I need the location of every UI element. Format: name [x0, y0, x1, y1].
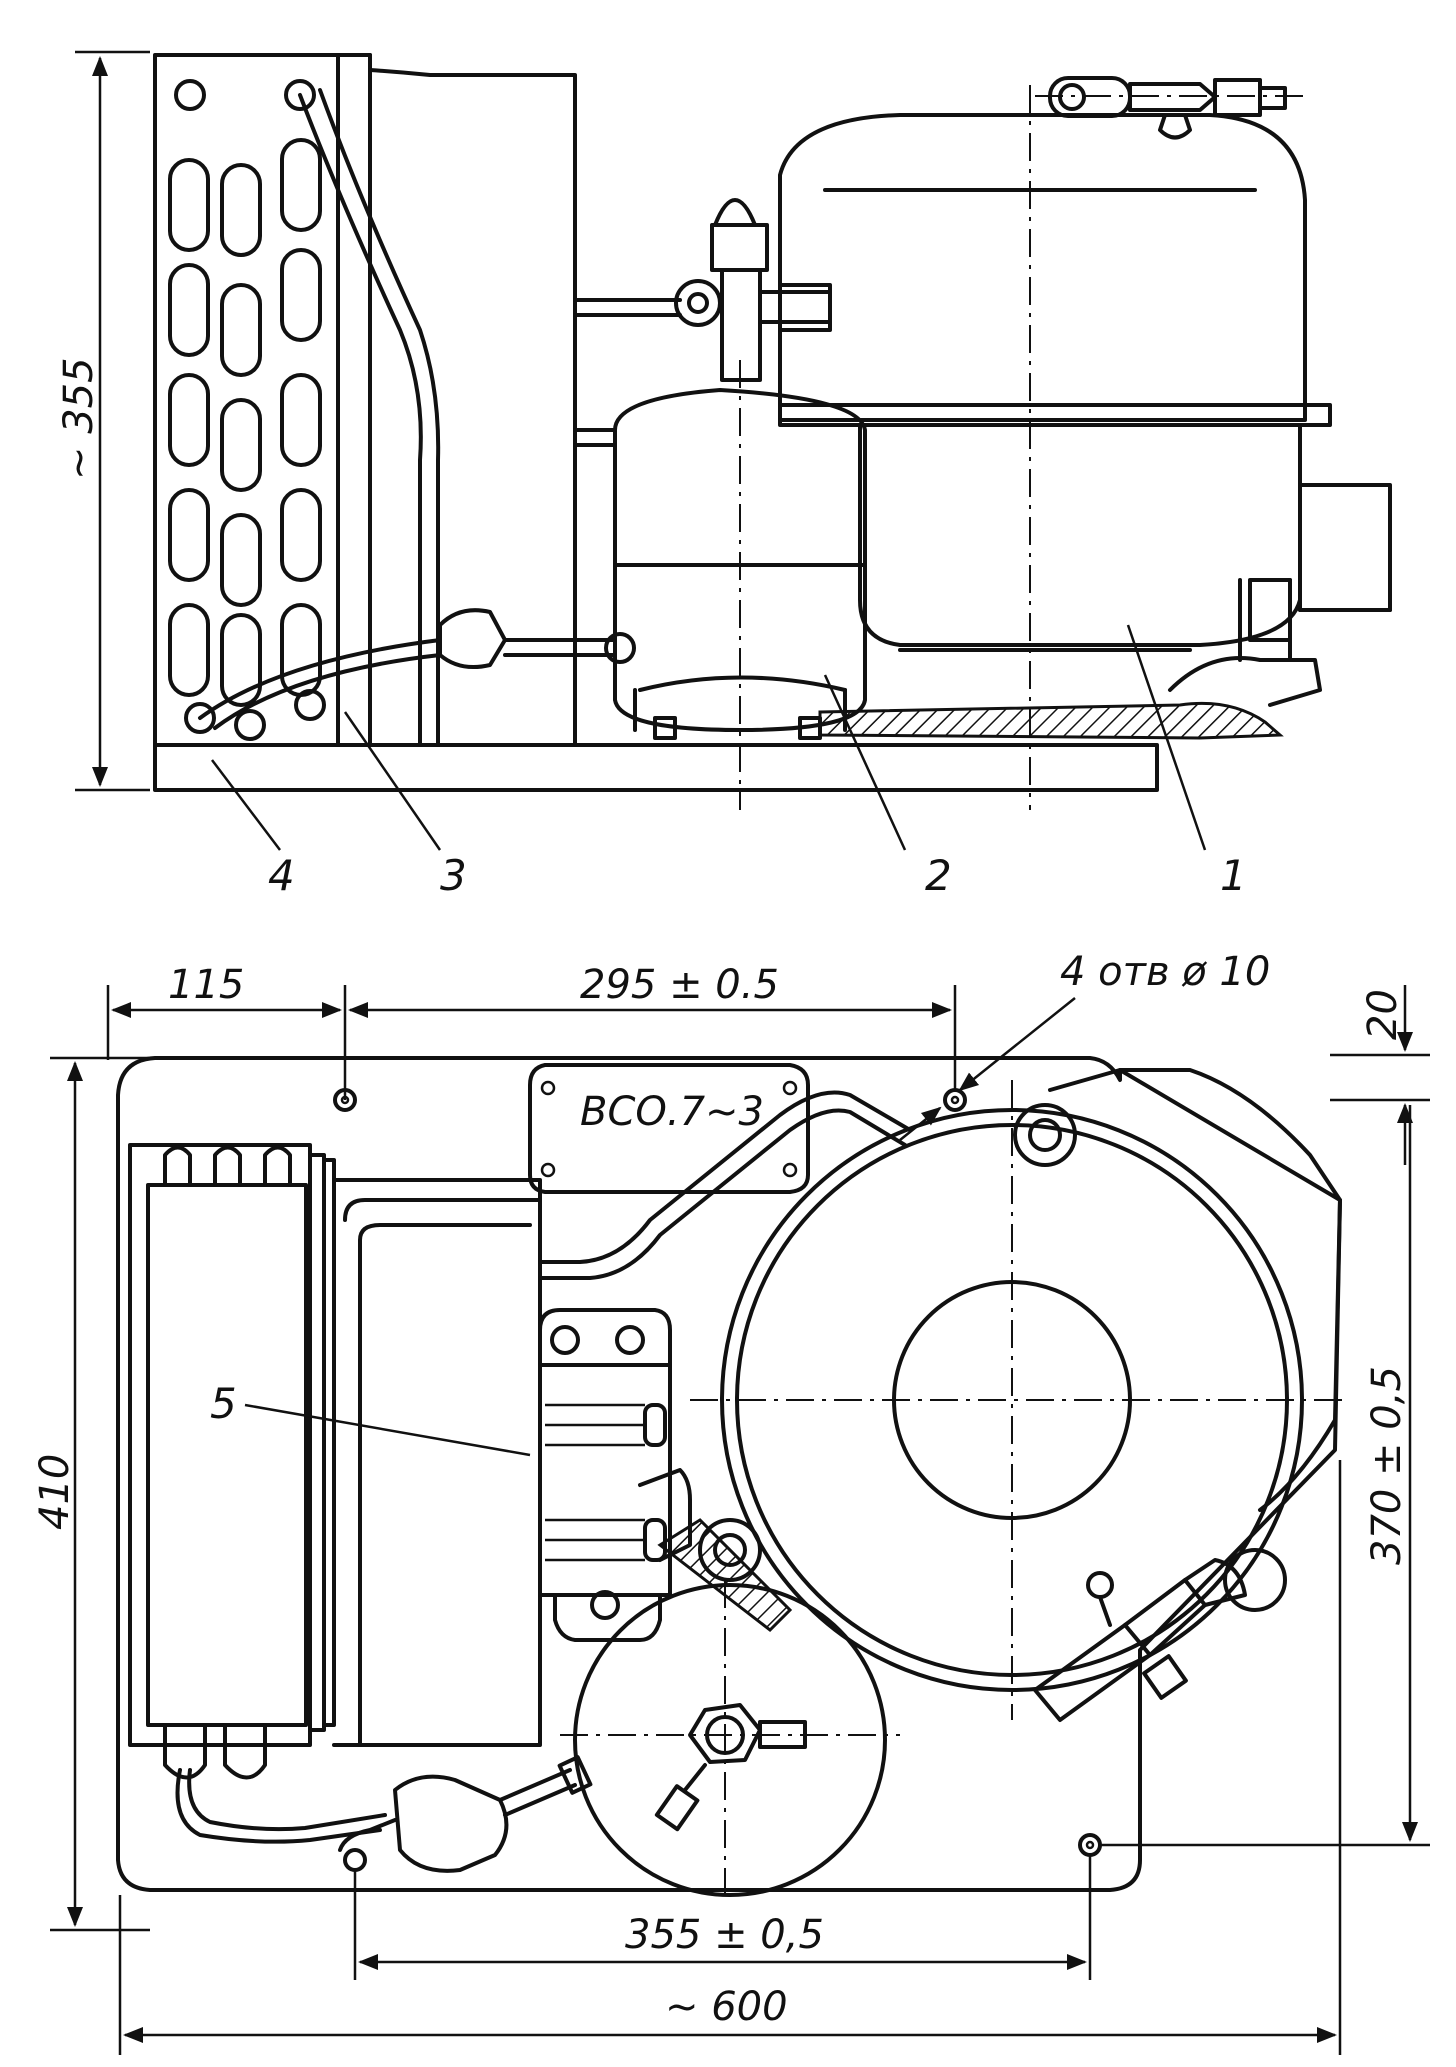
dim-370: 370 ± 0,5: [1364, 1366, 1410, 1565]
side-callouts: 4 3 2 1: [211, 624, 1247, 900]
nameplate: ВСО.7~3: [528, 1063, 810, 1194]
height-dim-label: ~ 355: [56, 357, 102, 480]
condenser-plan: [128, 1143, 336, 1780]
compressor: [778, 76, 1392, 810]
callout-5: 5: [210, 1379, 237, 1428]
filter-drier-plan: [175, 1755, 593, 1873]
callout-3: 3: [440, 851, 467, 900]
top-dimensions: 115 295 ± 0.5 4 отв ø 10 20: [106, 949, 1430, 1165]
filter-drier: [438, 608, 636, 669]
dim-295: 295 ± 0.5: [580, 962, 779, 1008]
plan-view: 115 295 ± 0.5 4 отв ø 10 20: [32, 949, 1430, 2055]
dim-410: 410: [32, 1454, 78, 1530]
receiver-plan: [560, 1580, 900, 1900]
callout-4: 4: [268, 851, 295, 900]
dim-20: 20: [1360, 989, 1406, 1040]
dim-410-group: 410: [32, 1056, 150, 1932]
callout-2: 2: [925, 851, 952, 900]
holes-note: 4 отв ø 10: [1060, 949, 1270, 995]
callout-1: 1: [1220, 851, 1247, 900]
nameplate-label: ВСО.7~3: [580, 1089, 764, 1135]
compressor-plan: [638, 1068, 1345, 1722]
dim-355: 355 ± 0,5: [625, 1912, 824, 1958]
condenser: [153, 53, 577, 747]
dim-600-group: ~ 600: [118, 1460, 1342, 2055]
base-plate-outline: [116, 1056, 1342, 1892]
base-plate: [153, 743, 1159, 792]
fan-shroud: [332, 1178, 542, 1747]
side-view: ~ 355: [56, 50, 1392, 900]
dim-115: 115: [168, 962, 244, 1008]
dim-600: ~ 600: [665, 1984, 788, 2030]
condenser-tubes: [168, 79, 326, 741]
dim-355-group: 355 ± 0,5: [353, 1855, 1092, 1980]
start-relay: 5: [210, 1308, 672, 1642]
dim-370-group: 370 ± 0,5: [1100, 1105, 1430, 1847]
height-dimension: ~ 355: [56, 50, 150, 792]
